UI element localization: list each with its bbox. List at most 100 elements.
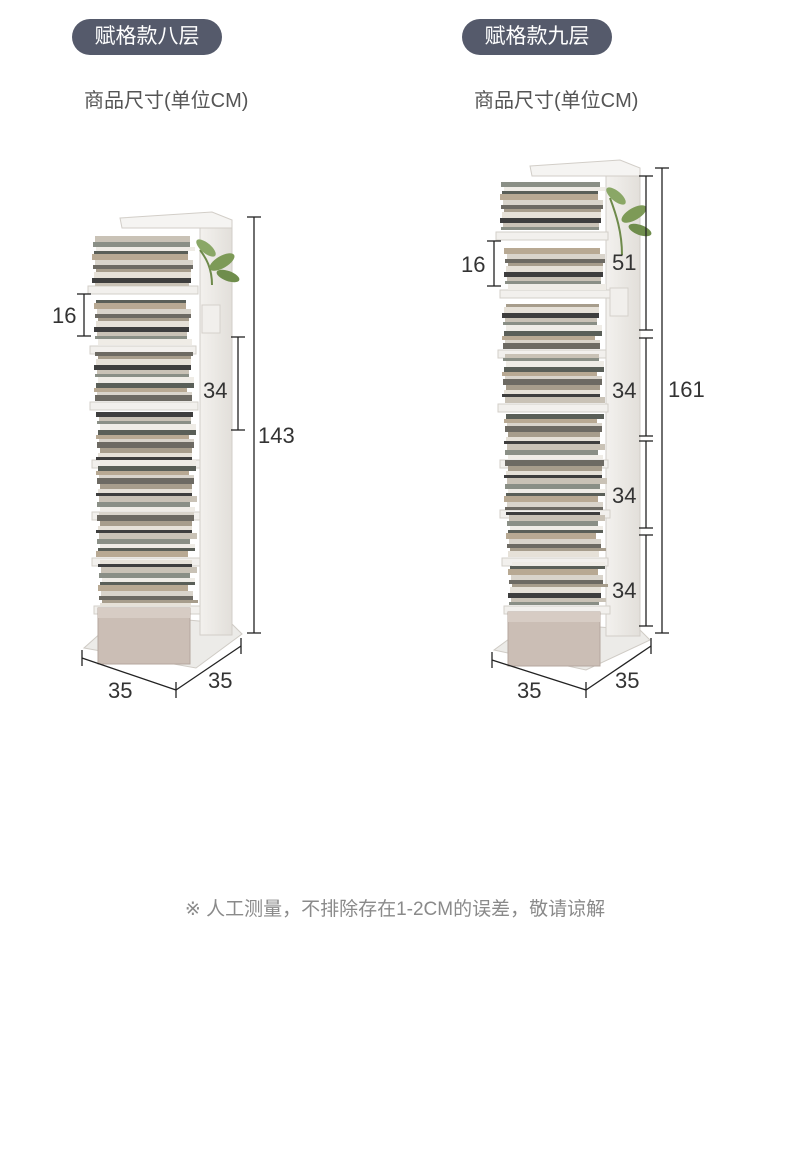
book (507, 478, 607, 484)
book (94, 365, 191, 370)
book (96, 530, 192, 533)
eight-tier-depth-label: 35 (208, 668, 232, 693)
book (96, 435, 189, 439)
book (506, 512, 600, 515)
book (95, 374, 189, 377)
model-nine-tier-subtitle: 商品尺寸(单位CM) (474, 90, 639, 112)
book (507, 254, 605, 259)
book (502, 372, 597, 376)
book (100, 484, 192, 489)
book (505, 397, 605, 403)
book (97, 309, 191, 314)
nine-tier-bookshelf (492, 159, 652, 671)
book (96, 551, 188, 557)
book (508, 593, 601, 598)
book (509, 580, 603, 584)
book (99, 496, 197, 502)
book (502, 336, 595, 340)
book (504, 272, 603, 277)
book (508, 466, 602, 471)
book (503, 358, 599, 361)
book (500, 194, 598, 200)
book (96, 300, 186, 303)
book (93, 265, 193, 269)
book (503, 223, 599, 227)
plant-icon (196, 239, 240, 334)
book (96, 321, 189, 327)
book (92, 254, 188, 260)
book (508, 263, 603, 266)
eight-tier-height-label: 143 (258, 423, 295, 448)
book (100, 521, 192, 526)
shelf-board (89, 401, 199, 411)
model-eight-tier-badge: 赋格款八层 (72, 19, 222, 55)
book (509, 602, 599, 605)
book (97, 392, 192, 395)
book (98, 453, 192, 457)
eight-tier-bookshelf (82, 211, 243, 669)
book (511, 598, 606, 602)
eight-tier-dimension-lines (77, 216, 261, 698)
book (504, 331, 602, 336)
nine-tier-section-b-label: 34 (612, 483, 636, 508)
book (502, 212, 601, 218)
book (95, 236, 190, 242)
book (96, 359, 191, 365)
nine-tier-width-label: 35 (517, 678, 541, 703)
book (505, 281, 601, 284)
book (92, 278, 191, 283)
book (503, 200, 603, 205)
book (100, 507, 195, 511)
book (510, 587, 601, 593)
book (504, 419, 597, 423)
book (96, 269, 191, 272)
book (508, 284, 606, 290)
book (505, 376, 602, 379)
book (100, 424, 196, 430)
book (508, 489, 605, 493)
book (102, 578, 195, 582)
book (96, 493, 192, 496)
book (97, 332, 187, 336)
book (505, 318, 597, 322)
book (96, 247, 195, 251)
book (506, 471, 602, 475)
book (99, 475, 194, 478)
nine-tier-dimension-lines (487, 167, 669, 698)
book (94, 388, 187, 392)
book (97, 442, 194, 448)
book (100, 460, 196, 466)
book (503, 379, 602, 385)
book (505, 259, 605, 263)
shelf-board (495, 231, 609, 241)
book (505, 426, 602, 432)
book (93, 242, 190, 247)
book (506, 437, 600, 441)
shelf-board (499, 289, 611, 299)
book (98, 339, 192, 345)
book (506, 325, 602, 331)
book (98, 548, 195, 551)
book (504, 496, 598, 502)
book (100, 560, 192, 564)
book (95, 352, 193, 356)
book (94, 303, 186, 309)
book (507, 444, 605, 450)
model-eight-tier-subtitle: 商品尺寸(单位CM) (84, 90, 249, 112)
book (96, 457, 192, 460)
book (97, 478, 194, 484)
book (504, 248, 600, 254)
book (98, 466, 196, 471)
book (96, 412, 193, 417)
eight-tier-section-label: 34 (203, 378, 227, 403)
book (98, 526, 192, 530)
book (512, 562, 605, 566)
book (98, 377, 194, 383)
book (505, 354, 599, 358)
book (99, 417, 191, 421)
book (503, 343, 600, 349)
book (512, 584, 608, 587)
book (506, 385, 600, 390)
book (504, 441, 600, 444)
